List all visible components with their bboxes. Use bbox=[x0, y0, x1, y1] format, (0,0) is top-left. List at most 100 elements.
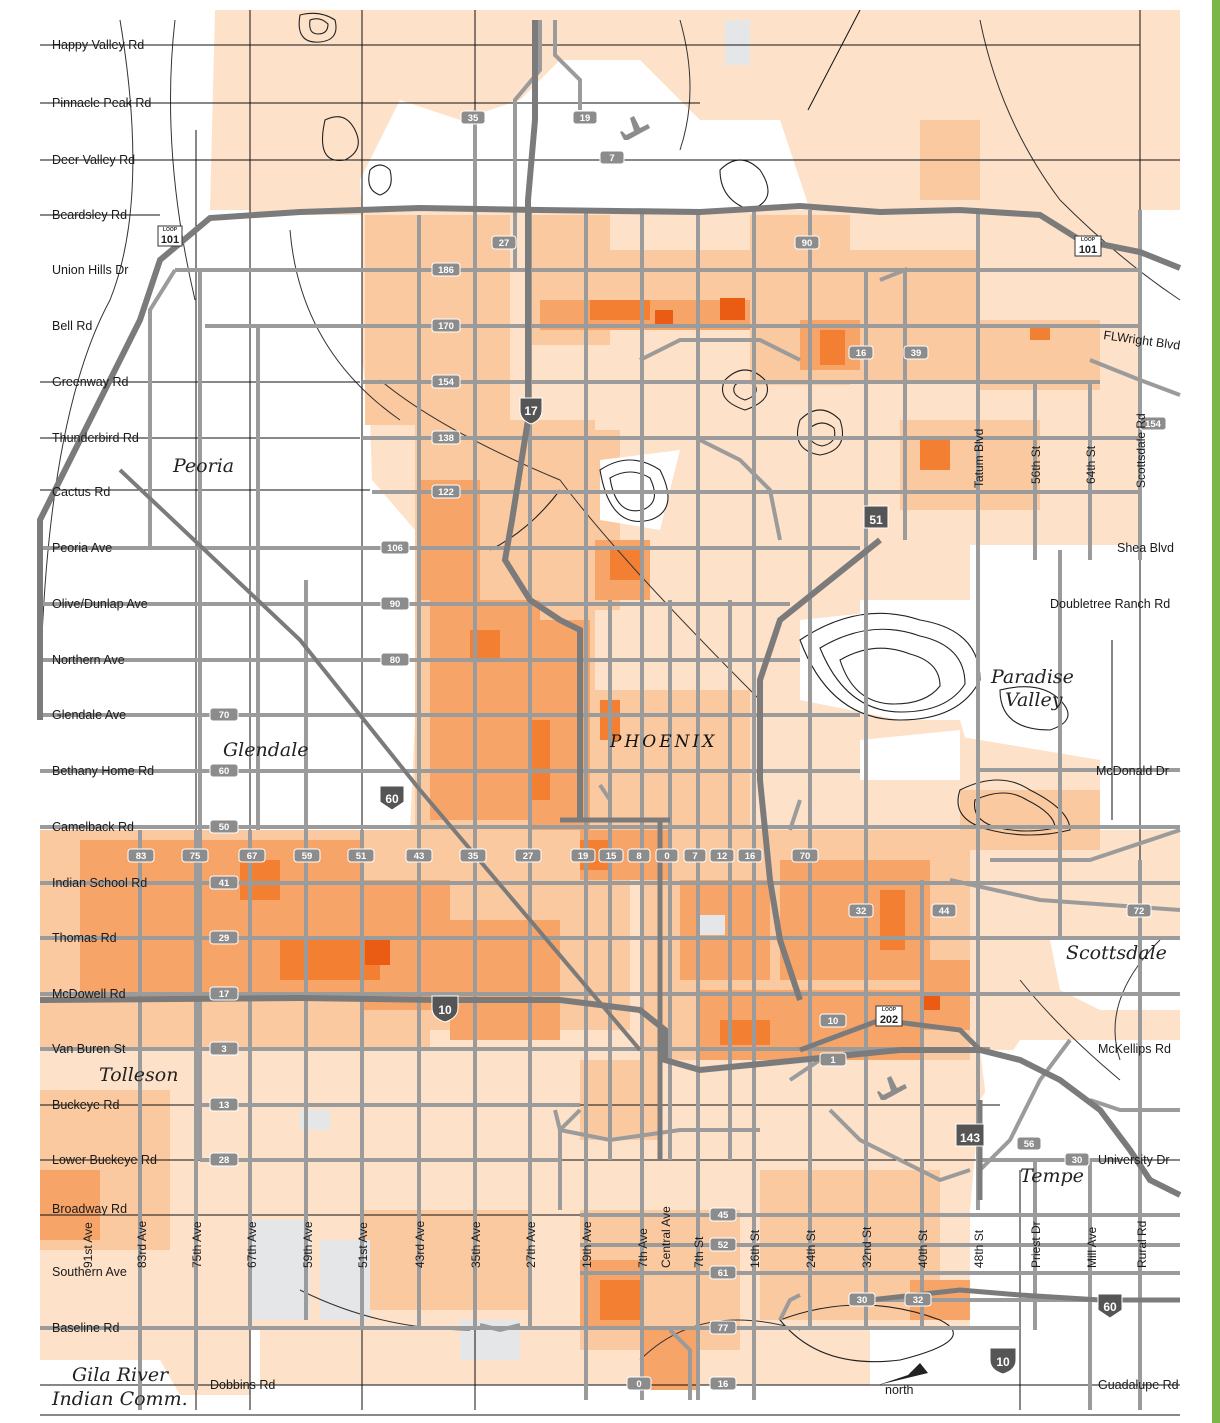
route-shield: 106 bbox=[380, 540, 410, 555]
road-label: 24th St bbox=[804, 1229, 818, 1268]
svg-text:80: 80 bbox=[390, 655, 401, 666]
road-label: Glendale Ave bbox=[52, 708, 126, 722]
road-label: McDowell Rd bbox=[52, 987, 126, 1001]
route-shield: 67 bbox=[238, 848, 266, 863]
road-label: Camelback Rd bbox=[52, 820, 134, 834]
svg-text:10: 10 bbox=[438, 1003, 452, 1017]
road-label: Beardsley Rd bbox=[52, 208, 127, 222]
road-label: Buckeye Rd bbox=[52, 1098, 119, 1112]
road-label: Deer Valley Rd bbox=[52, 153, 135, 167]
interstate-10-shield: 10 bbox=[431, 995, 459, 1023]
city-label-glendale: Glendale bbox=[223, 739, 309, 761]
svg-text:59: 59 bbox=[302, 851, 313, 862]
road-label: 91st Ave bbox=[81, 1222, 95, 1268]
svg-text:32: 32 bbox=[856, 906, 867, 917]
us-60-east-shield: 60 bbox=[1097, 1293, 1123, 1319]
svg-text:10: 10 bbox=[828, 1016, 839, 1027]
svg-text:138: 138 bbox=[438, 433, 454, 444]
road-label: Doubletree Ranch Rd bbox=[1050, 597, 1170, 611]
svg-text:52: 52 bbox=[718, 1240, 729, 1251]
route-shield: 90 bbox=[794, 235, 820, 250]
route-shield: 35 bbox=[459, 848, 487, 863]
route-shield: 70 bbox=[791, 848, 819, 863]
road-label: Thunderbird Rd bbox=[52, 431, 139, 445]
road-label: Peoria Ave bbox=[52, 541, 112, 555]
route-shield: 0 bbox=[655, 848, 679, 863]
svg-text:0: 0 bbox=[664, 851, 669, 862]
route-shield: 90 bbox=[380, 596, 410, 611]
road-label: 16th St bbox=[748, 1229, 762, 1268]
route-shield: 0 bbox=[626, 1376, 652, 1391]
svg-text:35: 35 bbox=[468, 113, 479, 124]
svg-text:19: 19 bbox=[578, 851, 589, 862]
svg-text:17: 17 bbox=[219, 989, 230, 1000]
route-shield: 16 bbox=[709, 1376, 737, 1391]
road-label: Shea Blvd bbox=[1117, 541, 1174, 555]
route-shield: 35 bbox=[460, 110, 486, 125]
route-shield: 138 bbox=[431, 430, 461, 445]
green-border bbox=[1212, 0, 1220, 1423]
route-shield: 12 bbox=[709, 848, 735, 863]
route-shield: 44 bbox=[931, 903, 957, 918]
route-shield: 122 bbox=[431, 484, 461, 499]
road-label: Southern Ave bbox=[52, 1265, 127, 1279]
loop-101-west-shield: LOOP 101 bbox=[157, 225, 183, 247]
route-shield: 28 bbox=[209, 1152, 239, 1167]
svg-text:35: 35 bbox=[468, 851, 479, 862]
route-shields: 35 19 7 27 90 186 170 154 138 122 106 90… bbox=[127, 110, 1167, 1391]
route-shield: 30 bbox=[1064, 1152, 1090, 1167]
road-label: Priest Dr bbox=[1029, 1221, 1043, 1268]
airplane-icon bbox=[620, 116, 907, 1100]
svg-text:83: 83 bbox=[136, 851, 147, 862]
svg-text:LOOP: LOOP bbox=[882, 1007, 897, 1013]
road-label: 51st Ave bbox=[356, 1222, 370, 1268]
route-shield: 80 bbox=[380, 652, 410, 667]
road-label: Baseline Rd bbox=[52, 1321, 119, 1335]
svg-text:3: 3 bbox=[221, 1044, 226, 1055]
svg-text:30: 30 bbox=[857, 1295, 868, 1306]
road-label: Bell Rd bbox=[52, 319, 92, 333]
svg-text:90: 90 bbox=[802, 238, 813, 249]
area-label-gila-river-2: Indian Comm. bbox=[51, 1388, 188, 1410]
route-shield: 170 bbox=[431, 318, 461, 333]
sr-143-shield: 143 bbox=[955, 1123, 985, 1147]
svg-text:12: 12 bbox=[717, 851, 728, 862]
city-label-phoenix: PHOENIX bbox=[609, 732, 717, 752]
svg-text:16: 16 bbox=[718, 1379, 729, 1390]
svg-text:15: 15 bbox=[606, 851, 617, 862]
interstate-17-shield: 17 bbox=[519, 397, 543, 425]
svg-text:7: 7 bbox=[692, 851, 697, 862]
route-shield: 70 bbox=[209, 707, 239, 722]
city-label-tempe: Tempe bbox=[1020, 1165, 1084, 1187]
loop-202-shield: LOOP 202 bbox=[875, 1005, 903, 1027]
road-label: Rural Rd bbox=[1135, 1221, 1149, 1268]
svg-text:39: 39 bbox=[911, 348, 922, 359]
svg-text:70: 70 bbox=[800, 851, 811, 862]
svg-text:106: 106 bbox=[387, 543, 403, 554]
svg-text:7: 7 bbox=[609, 153, 614, 164]
route-shield: 41 bbox=[209, 875, 239, 890]
route-shield: 83 bbox=[127, 848, 155, 863]
route-shield: 30 bbox=[848, 1292, 876, 1307]
svg-text:30: 30 bbox=[1072, 1155, 1083, 1166]
road-label: Northern Ave bbox=[52, 653, 125, 667]
road-label: 48th St bbox=[972, 1229, 986, 1268]
svg-text:north: north bbox=[885, 1383, 914, 1397]
svg-text:29: 29 bbox=[219, 933, 230, 944]
route-shield: 3 bbox=[209, 1041, 239, 1056]
road-label: Dobbins Rd bbox=[210, 1378, 275, 1392]
road-label: Lower Buckeye Rd bbox=[52, 1153, 157, 1167]
road-label: Tatum Blvd bbox=[972, 429, 986, 488]
svg-text:154: 154 bbox=[438, 377, 455, 388]
svg-text:101: 101 bbox=[161, 234, 179, 246]
svg-text:19: 19 bbox=[580, 113, 591, 124]
route-shield: 72 bbox=[1126, 903, 1152, 918]
route-shield: 52 bbox=[709, 1237, 737, 1252]
road-label: 27th Ave bbox=[524, 1221, 538, 1268]
road-label: 19th Ave bbox=[580, 1221, 594, 1268]
svg-text:61: 61 bbox=[718, 1268, 729, 1279]
svg-text:75: 75 bbox=[190, 851, 201, 862]
road-label: Indian School Rd bbox=[52, 876, 147, 890]
route-shield: 29 bbox=[209, 930, 239, 945]
road-label: McDonald Dr bbox=[1096, 764, 1169, 778]
